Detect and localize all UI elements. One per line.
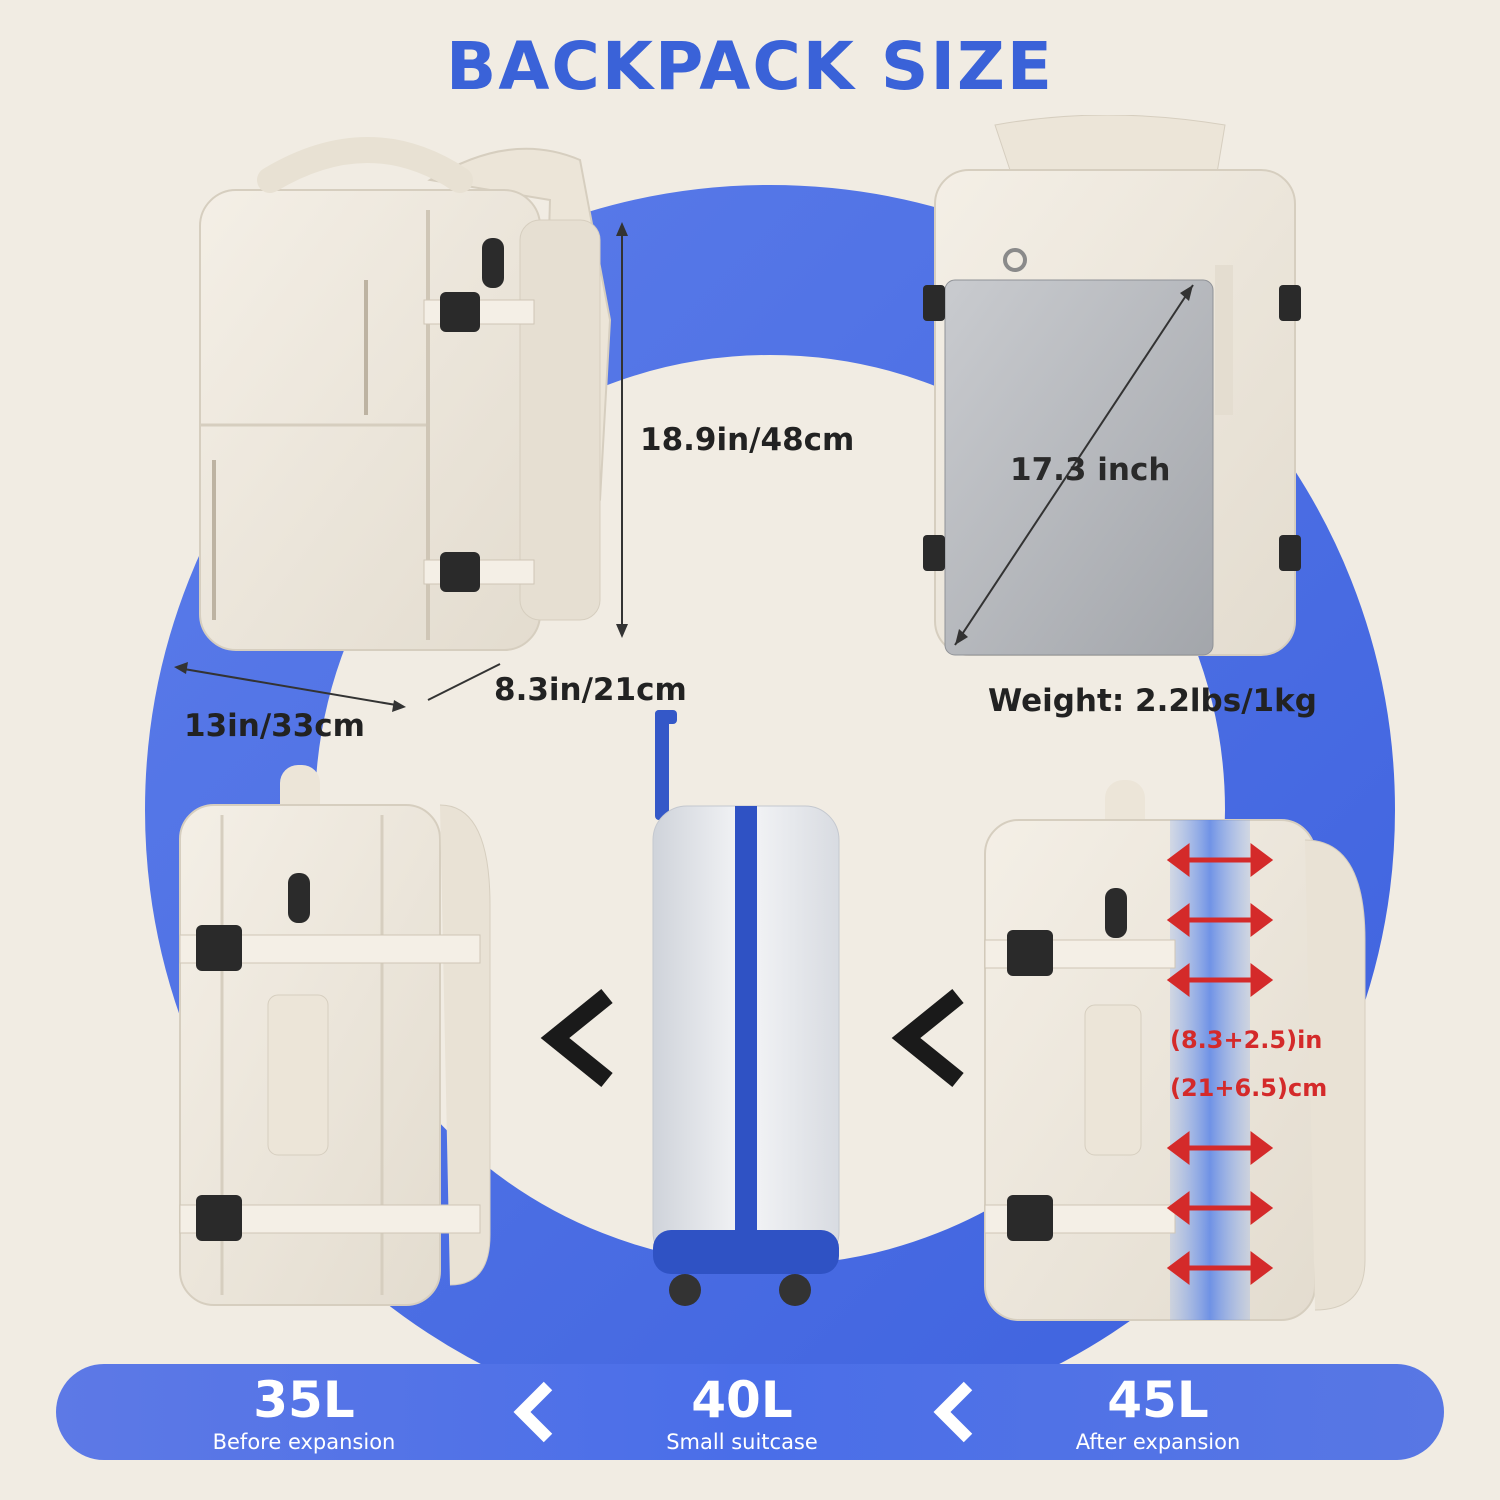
capacity-before-value: 35L xyxy=(253,1371,355,1429)
expansion-cm-label: (21+6.5)cm xyxy=(1170,1074,1328,1102)
backpack-side-view-before xyxy=(179,765,491,1306)
chevron-left-icon-bar-1 xyxy=(513,1381,553,1443)
capacity-bar: 35L Before expansion 40L Small suitcase … xyxy=(56,1364,1444,1460)
page-title: BACKPACK SIZE xyxy=(446,28,1054,105)
laptop-size-label: 17.3 inch xyxy=(1010,452,1171,488)
backpack-front-view xyxy=(199,137,612,651)
capacity-after-value: 45L xyxy=(1107,1371,1209,1429)
capacity-suitcase-label: Small suitcase xyxy=(666,1430,818,1454)
chevron-left-icon-bar-2 xyxy=(933,1381,973,1443)
backpack-side-view-expanded xyxy=(984,780,1366,1321)
capacity-suitcase-value: 40L xyxy=(691,1371,793,1429)
small-suitcase xyxy=(652,710,840,1306)
width-depth-arrows xyxy=(174,662,501,712)
width-label: 13in/33cm xyxy=(184,708,365,744)
weight-label: Weight: 2.2lbs/1kg xyxy=(988,683,1317,719)
chevron-left-icon-2 xyxy=(891,988,964,1088)
chevron-left-icon xyxy=(540,988,613,1088)
expansion-inches-label: (8.3+2.5)in xyxy=(1170,1026,1323,1054)
capacity-suitcase: 40L Small suitcase xyxy=(592,1364,892,1454)
capacity-after-label: After expansion xyxy=(1075,1430,1241,1454)
backpack-laptop-view xyxy=(923,115,1301,656)
capacity-before-label: Before expansion xyxy=(212,1430,396,1454)
height-label: 18.9in/48cm xyxy=(640,422,855,458)
depth-label: 8.3in/21cm xyxy=(494,672,687,708)
capacity-after: 45L After expansion xyxy=(1008,1364,1308,1454)
height-arrow xyxy=(616,222,628,638)
capacity-before: 35L Before expansion xyxy=(154,1364,454,1454)
